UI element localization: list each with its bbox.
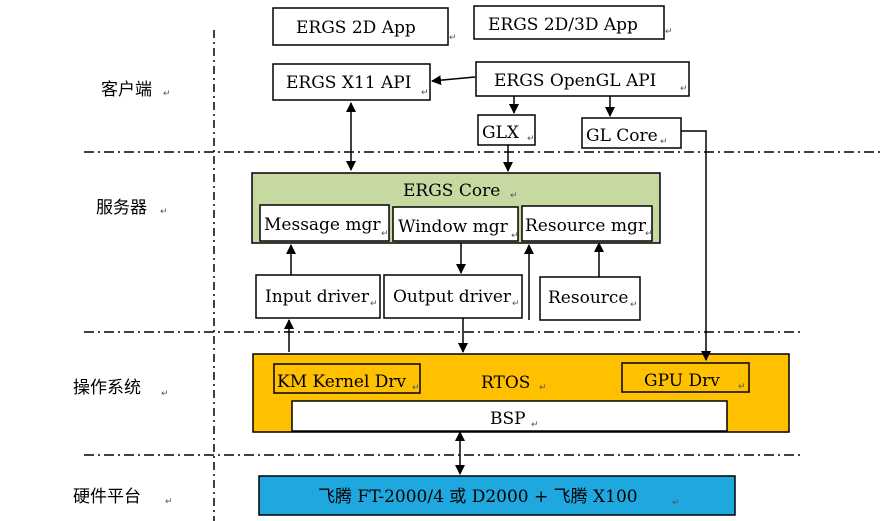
arrow-glcore-to-gpu-drv <box>681 130 711 361</box>
label-output-driver: Output driver <box>393 287 512 307</box>
layer-label-hardware: 硬件平台 <box>73 487 141 507</box>
label-ergs-2d-app: ERGS 2D App <box>296 18 416 38</box>
svg-text:↵: ↵ <box>161 389 169 399</box>
svg-text:↵: ↵ <box>512 299 520 309</box>
label-resource: Resource <box>548 288 628 308</box>
box-gl-core <box>581 117 682 149</box>
svg-text:↵: ↵ <box>163 89 171 99</box>
layer-label-os: 操作系统 <box>73 378 141 398</box>
box-gpu-drv <box>621 362 750 393</box>
svg-text:↵: ↵ <box>165 497 173 507</box>
box-window-mgr <box>392 206 519 242</box>
arrow-opengl-to-x11 <box>431 75 476 86</box>
label-ergs-x11-api: ERGS X11 API <box>286 73 411 93</box>
label-ergs-2d3d-app: ERGS 2D/3D App <box>488 15 638 35</box>
svg-text:↵: ↵ <box>531 420 539 430</box>
label-rtos: RTOS <box>481 373 530 393</box>
box-resource <box>539 276 641 321</box>
label-km-kernel-drv: KM Kernel Drv <box>277 372 407 392</box>
box-input-driver <box>255 274 381 319</box>
svg-text:↵: ↵ <box>511 231 519 241</box>
box-message-mgr <box>259 204 390 242</box>
svg-text:↵: ↵ <box>680 84 688 94</box>
box-ergs-2d-app <box>272 7 449 46</box>
svg-text:↵: ↵ <box>381 229 389 239</box>
label-glx: GLX <box>482 123 520 143</box>
box-bsp <box>291 400 728 432</box>
box-resource-mgr <box>521 205 653 242</box>
box-glx <box>477 114 536 146</box>
svg-text:↵: ↵ <box>370 299 378 309</box>
box-hardware-platform <box>258 475 736 516</box>
box-ergs-x11-api <box>272 63 431 101</box>
box-ergs-opengl-api <box>475 61 690 97</box>
svg-text:↵: ↵ <box>421 88 429 98</box>
svg-text:↵: ↵ <box>527 134 535 144</box>
box-ergs-2d3d-app <box>473 5 665 40</box>
layer-label-server: 服务器 <box>96 198 147 218</box>
box-output-driver <box>383 274 523 319</box>
svg-text:↵: ↵ <box>665 27 673 37</box>
svg-text:↵: ↵ <box>645 229 653 239</box>
label-ergs-opengl-api: ERGS OpenGL API <box>494 71 656 91</box>
svg-text:↵: ↵ <box>412 383 420 393</box>
svg-text:↵: ↵ <box>160 207 168 217</box>
label-resource-mgr: Resource mgr <box>525 216 647 236</box>
svg-text:↵: ↵ <box>738 382 746 392</box>
label-message-mgr: Message mgr <box>264 215 381 235</box>
svg-text:↵: ↵ <box>510 191 518 201</box>
svg-text:↵: ↵ <box>672 498 680 508</box>
svg-text:↵: ↵ <box>539 383 547 393</box>
svg-text:↵: ↵ <box>449 33 457 43</box>
layer-label-client: 客户端 <box>101 80 152 100</box>
label-bsp: BSP <box>490 409 526 429</box>
label-ergs-core: ERGS Core <box>403 181 500 201</box>
label-hardware-platform: 飞腾 FT-2000/4 或 D2000 + 飞腾 X100 <box>318 487 638 507</box>
svg-text:↵: ↵ <box>630 300 638 310</box>
label-input-driver: Input driver <box>265 287 370 307</box>
box-km-kernel-drv <box>273 363 421 394</box>
svg-text:↵: ↵ <box>660 137 668 147</box>
label-gpu-drv: GPU Drv <box>644 371 720 391</box>
label-window-mgr: Window mgr <box>398 217 509 237</box>
label-gl-core: GL Core <box>586 126 658 146</box>
